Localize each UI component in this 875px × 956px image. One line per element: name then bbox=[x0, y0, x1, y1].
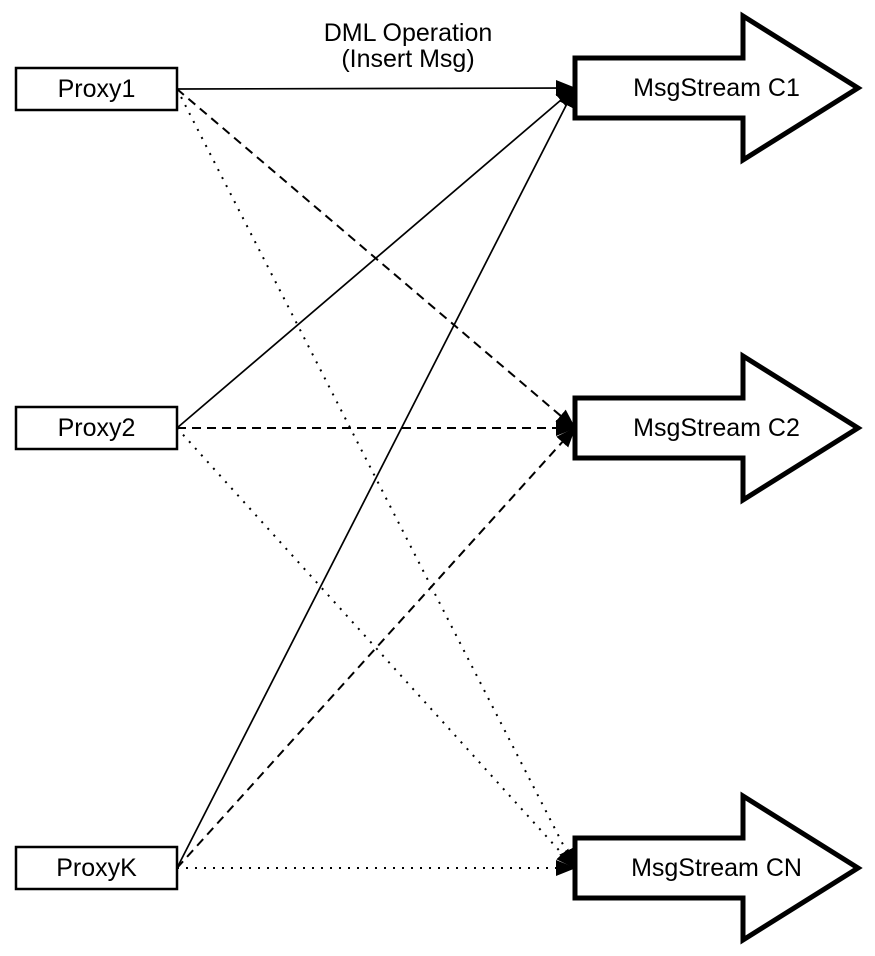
edge-proxyk-msgstream-c2 bbox=[176, 427, 576, 869]
msgstream-c1-label: MsgStream C1 bbox=[633, 73, 800, 102]
proxy2-node-shape bbox=[14, 405, 179, 451]
proxyk-node-label: ProxyK bbox=[56, 853, 137, 882]
edge-proxy1-msgstream-c1 bbox=[176, 80, 576, 97]
edge-proxy1-msgstream-cn bbox=[176, 88, 576, 869]
edge-label-line2: (Insert Msg) bbox=[341, 45, 475, 73]
proxy1-node-label: Proxy1 bbox=[57, 74, 136, 103]
edge-label-line1: DML Operation bbox=[323, 19, 493, 47]
edge-label-dml-operation: DML Operation (Insert Msg) bbox=[258, 20, 558, 72]
edge-proxyk-msgstream-c1 bbox=[176, 87, 576, 869]
proxy1-node-shape bbox=[14, 66, 179, 112]
msgstream-cn-label: MsgStream CN bbox=[631, 853, 802, 882]
proxy2-node-label: Proxy2 bbox=[57, 413, 136, 442]
msgstream-c1-arrow-shape bbox=[572, 11, 863, 165]
msgstream-c2-arrow-shape bbox=[572, 351, 863, 505]
proxyk-node-shape bbox=[14, 845, 179, 891]
msgstream-cn-arrow-shape bbox=[572, 791, 863, 945]
edge-proxy1-msgstream-c2 bbox=[176, 88, 576, 429]
msgstream-c2-label: MsgStream C2 bbox=[633, 413, 800, 442]
